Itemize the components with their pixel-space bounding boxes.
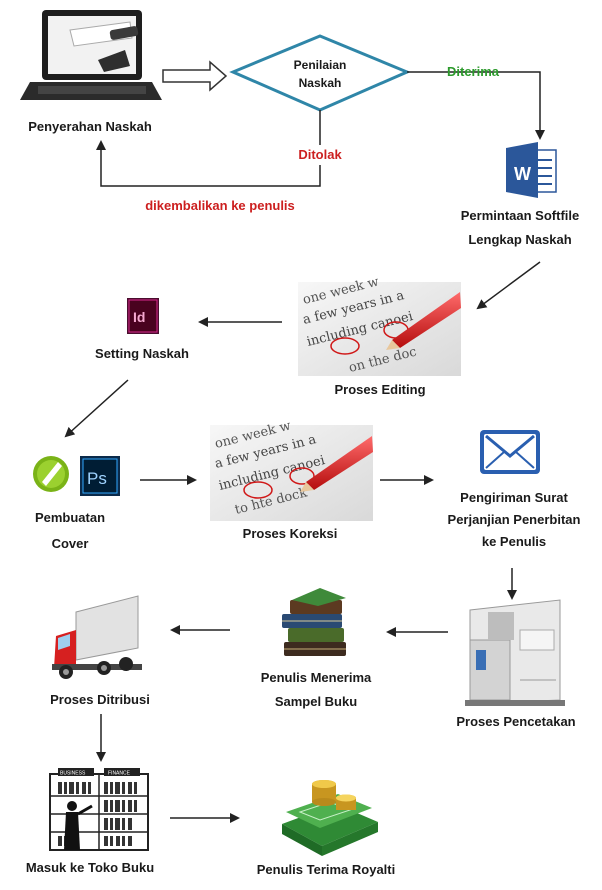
label-cover-line1: Pembuatan — [34, 510, 106, 525]
label-penulis-menerima-sampel: Penulis Menerima Sampel Buku — [236, 668, 396, 712]
indesign-icon: Id — [127, 298, 159, 334]
label-pembuatan-cover: Pembuatan Cover — [10, 508, 130, 554]
bookstore-icon: BUSINESS FINANCE — [49, 768, 149, 851]
proofreading-image-editing: one week w a few years in a including ca… — [298, 275, 461, 376]
hollow-arrow-icon — [162, 60, 228, 92]
label-penilaian-naskah: Penilaian Naskah — [270, 56, 370, 92]
accepted-arrow — [407, 71, 545, 140]
label-penulis-terima-royalti: Penulis Terima Royalti — [256, 862, 396, 877]
label-surat-line2: Perjanjian Penerbitan — [447, 512, 581, 527]
label-sampel-line2: Sampel Buku — [274, 694, 358, 709]
shelf-sign-business: BUSINESS — [60, 771, 86, 777]
label-surat-line3: ke Penulis — [481, 534, 547, 549]
flow-arrow-setting-cover — [64, 379, 129, 438]
word-icon-letter: W — [514, 164, 531, 184]
label-masuk-toko-buku: Masuk ke Toko Buku — [25, 860, 155, 875]
label-surat-line1: Pengiriman Surat — [460, 490, 568, 505]
label-sampel-line1: Penulis Menerima — [260, 670, 372, 685]
proofreading-image-koreksi: one week w a few years in a including ca… — [210, 419, 373, 521]
photoshop-icon-letter: Ps — [87, 469, 107, 488]
flow-arrow-permintaan-editing — [476, 261, 541, 310]
label-permintaan-line2: Lengkap Naskah — [468, 232, 572, 247]
label-diterima: Diterima — [446, 64, 500, 79]
label-proses-editing: Proses Editing — [334, 382, 426, 397]
shelf-sign-finance: FINANCE — [108, 771, 131, 777]
laptop-icon — [20, 10, 162, 100]
label-proses-distribusi: Proses Ditribusi — [50, 692, 150, 707]
label-setting-naskah: Setting Naskah — [95, 346, 189, 361]
label-proses-pencetakan: Proses Pencetakan — [456, 714, 576, 729]
printing-press-icon — [465, 599, 565, 706]
photoshop-icon: Ps — [80, 456, 120, 496]
label-penilaian-line2: Naskah — [298, 76, 342, 90]
label-cover-line2: Cover — [51, 536, 89, 551]
books-stack-icon — [282, 588, 346, 656]
label-permintaan-line1: Permintaan Softfile — [460, 208, 580, 223]
label-proses-koreksi: Proses Koreksi — [242, 526, 338, 541]
mail-icon — [480, 430, 540, 474]
label-pengiriman-surat: Pengiriman Surat Perjanjian Penerbitan k… — [428, 488, 600, 552]
label-penyerahan-naskah: Penyerahan Naskah — [28, 119, 152, 134]
indesign-icon-letter: Id — [133, 309, 145, 325]
money-stack-icon — [282, 780, 378, 856]
word-icon: W — [506, 142, 557, 198]
label-dikembalikan: dikembalikan ke penulis — [145, 198, 295, 213]
label-permintaan-softfile: Permintaan Softfile Lengkap Naskah — [440, 206, 600, 250]
truck-icon — [52, 595, 142, 679]
label-penilaian-line1: Penilaian — [293, 58, 347, 72]
coreldraw-icon — [33, 456, 69, 492]
label-ditolak: Ditolak — [280, 145, 360, 165]
